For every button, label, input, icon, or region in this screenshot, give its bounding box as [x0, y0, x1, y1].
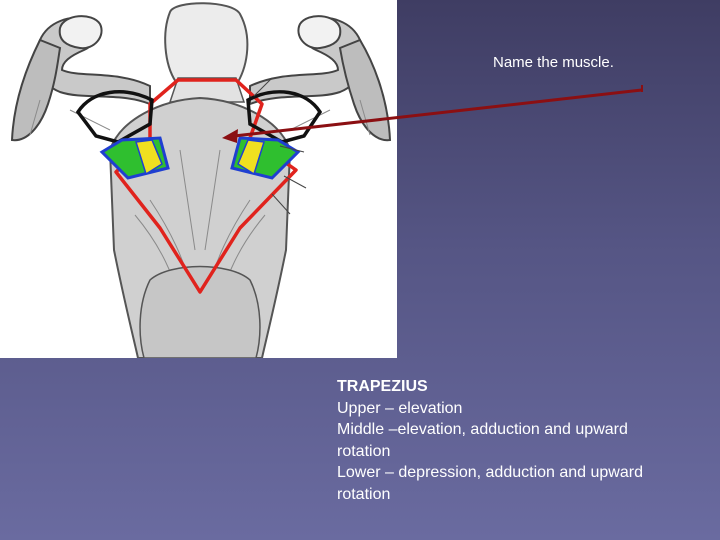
left-forearm	[10, 38, 62, 142]
left-levator-fill	[135, 139, 163, 176]
question-prompt: Name the muscle.	[493, 54, 614, 71]
left-fist	[58, 15, 103, 50]
back-muscles-illustration	[10, 2, 392, 359]
right-forearm	[338, 38, 392, 142]
answer-line-lower-cont: rotation	[337, 485, 391, 503]
head	[164, 2, 249, 83]
right-levator-fill	[237, 139, 265, 176]
answer-line-upper: Upper – elevation	[337, 399, 463, 417]
lower-back	[139, 265, 261, 359]
answer-text-block: TRAPEZIUS Upper – elevation Middle –elev…	[337, 376, 707, 505]
muscle-figure-panel	[0, 0, 397, 359]
right-fist	[297, 15, 342, 50]
answer-line-lower: Lower – depression, adduction and upward	[337, 464, 643, 481]
answer-heading: TRAPEZIUS	[337, 378, 428, 395]
left-deltoid-outline	[75, 90, 154, 144]
answer-line-middle: Middle –elevation, adduction and upward	[337, 421, 628, 438]
answer-line-middle-cont: rotation	[337, 442, 391, 460]
